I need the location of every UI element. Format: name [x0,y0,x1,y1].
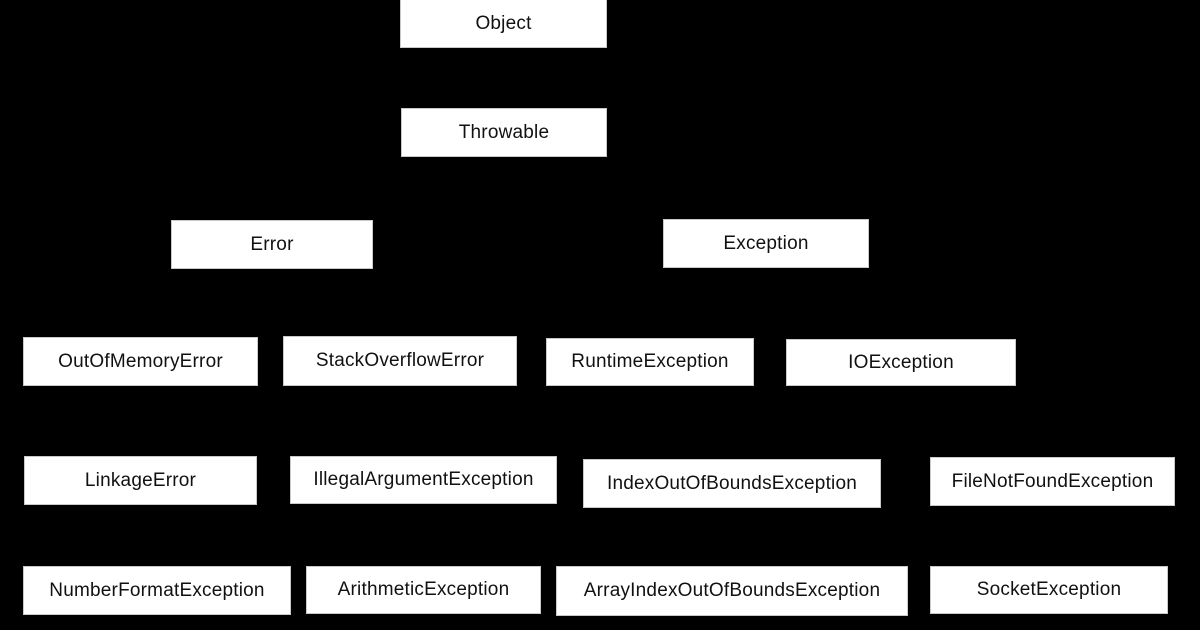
node-socket-exception: SocketException [930,566,1168,614]
node-file-not-found-exception: FileNotFoundException [930,457,1175,506]
node-illegal-argument-exception: IllegalArgumentException [290,456,557,504]
node-object: Object [400,0,607,48]
node-runtime-exception: RuntimeException [546,338,754,386]
node-io-exception: IOException [786,339,1016,386]
node-exception: Exception [663,219,869,268]
node-out-of-memory-error: OutOfMemoryError [23,337,258,386]
node-array-index-out-of-bounds-exception: ArrayIndexOutOfBoundsException [556,566,908,616]
node-linkage-error: LinkageError [24,456,257,505]
node-error: Error [171,220,373,269]
node-number-format-exception: NumberFormatException [23,566,291,615]
node-stack-overflow-error: StackOverflowError [283,336,517,386]
node-throwable: Throwable [401,108,607,157]
node-arithmetic-exception: ArithmeticException [306,566,541,614]
node-index-out-of-bounds-exception: IndexOutOfBoundsException [583,459,881,508]
